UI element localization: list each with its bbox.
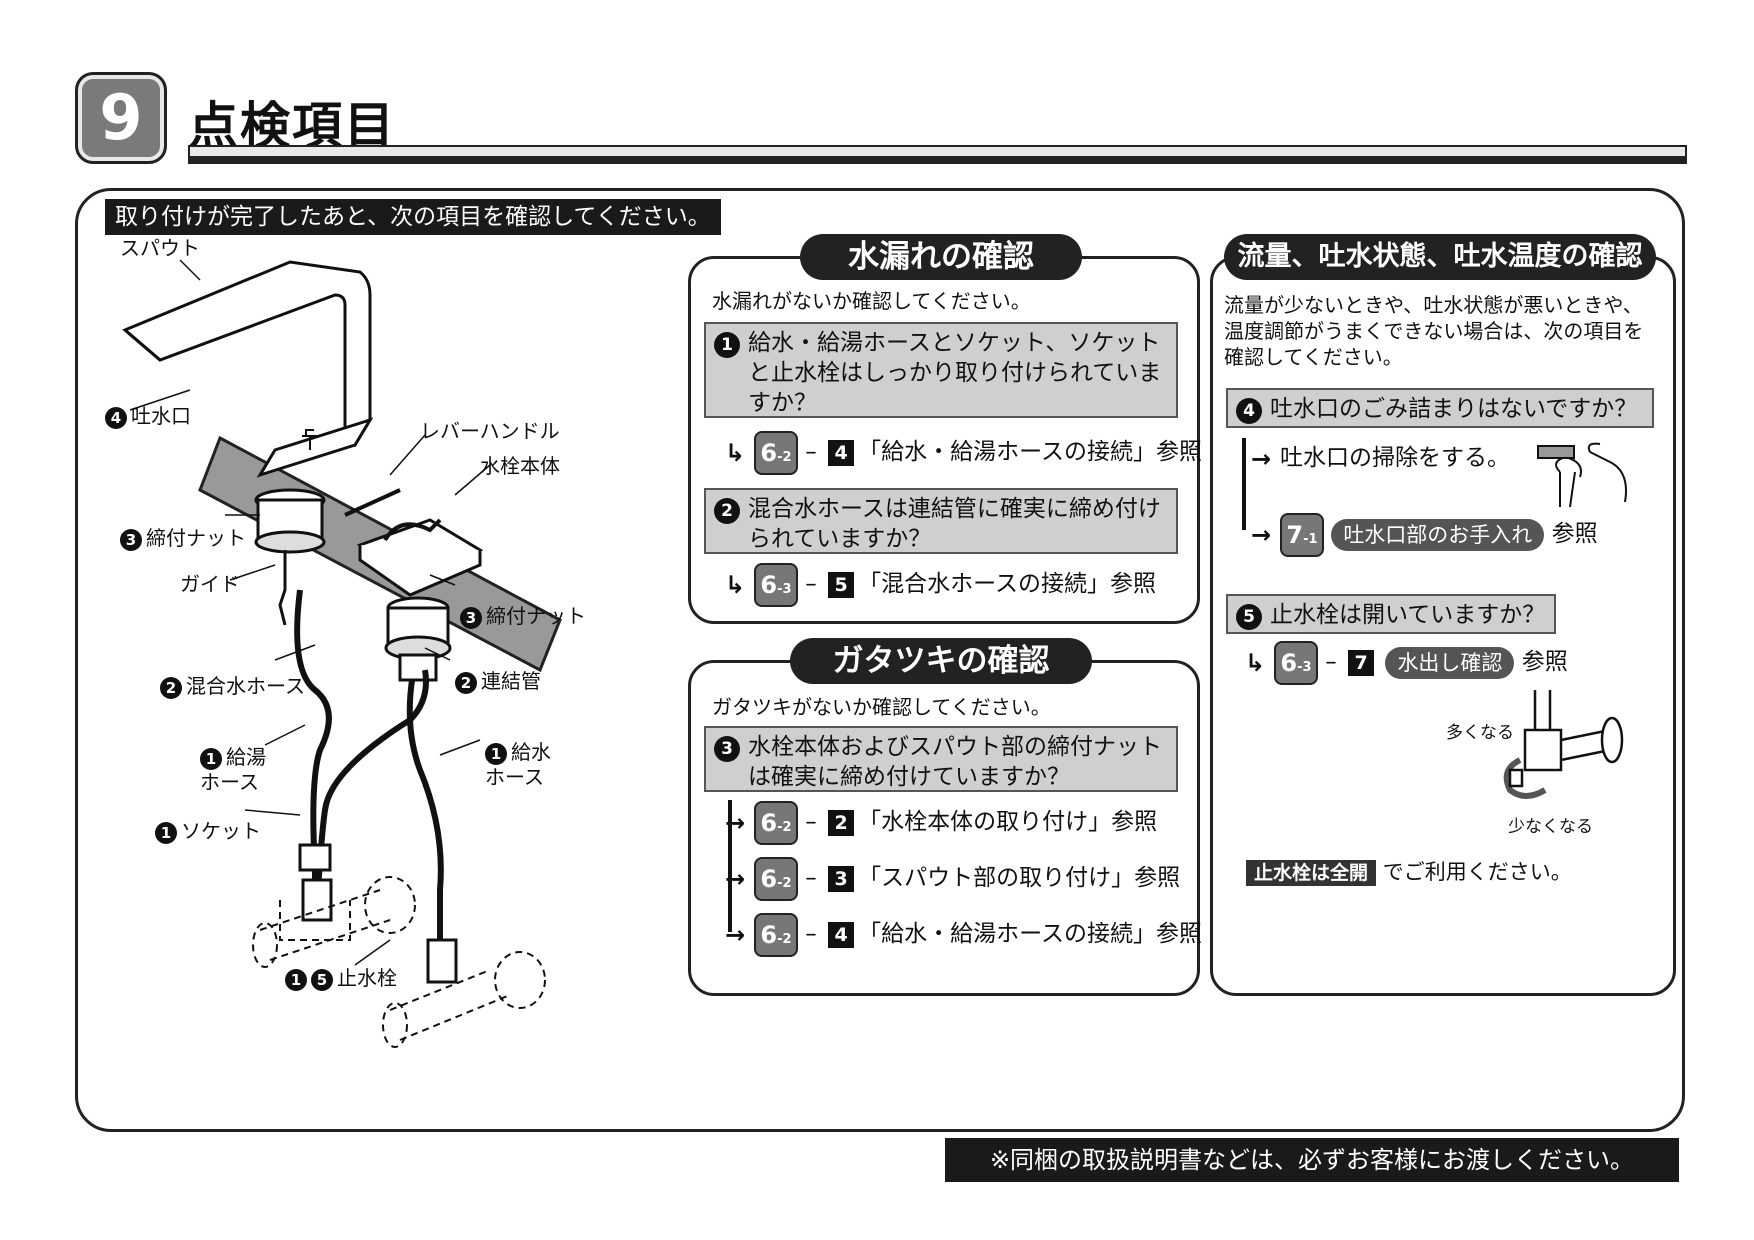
flow-intro: 流量が少ないときや、吐水状態が悪いときや、温度調節がうまくできない場合は、次の項… bbox=[1224, 293, 1644, 369]
main-panel bbox=[75, 188, 1685, 1132]
q3-reference-2: →6-2 – 3「スパウト部の取り付け」参照 bbox=[716, 856, 1180, 901]
label-lever-handle: レバーハンドル bbox=[420, 419, 560, 443]
label-more: 多くなる bbox=[1446, 723, 1514, 743]
q3-reference-3: →6-2 – 4「給水・給湯ホースの接続」参照 bbox=[716, 912, 1202, 957]
stop-valve-illustration bbox=[1503, 690, 1624, 799]
label-spout: スパウト bbox=[120, 236, 200, 260]
title-underline bbox=[188, 145, 1687, 164]
section-number-badge: 9 bbox=[75, 72, 167, 164]
leak-intro: 水漏れがないか確認してください。 bbox=[712, 289, 1031, 313]
q4-reference: →7-1 吐水口部のお手入れ 参照 bbox=[1242, 512, 1598, 557]
intro-banner: 取り付けが完了したあと、次の項目を確認してください。 bbox=[105, 199, 721, 235]
reference-bracket bbox=[728, 800, 732, 932]
flow-check-title: 流量、吐水状態、吐水温度の確認 bbox=[1224, 234, 1656, 280]
leak-check-title: 水漏れの確認 bbox=[800, 234, 1082, 280]
q1-reference: ↳6-2 – 4「給水・給湯ホースの接続」参照 bbox=[716, 430, 1202, 475]
q2-reference: ↳6-3 – 5「混合水ホースの接続」参照 bbox=[716, 562, 1156, 607]
ref-badge: 6-2 bbox=[754, 856, 798, 901]
q4-action: →吐水口の掃除をする。 bbox=[1250, 444, 1510, 473]
valve-full-open-badge: 止水栓は全開 bbox=[1246, 860, 1377, 886]
label-less: 少なくなる bbox=[1508, 817, 1593, 837]
ref-badge: 6-3 bbox=[754, 562, 798, 607]
ref-badge: 6-2 bbox=[754, 912, 798, 957]
label-faucet-body: 水栓本体 bbox=[480, 454, 560, 478]
q3-reference-1: →6-2 – 2「水栓本体の取り付け」参照 bbox=[716, 800, 1157, 845]
ref-badge: 6-2 bbox=[754, 430, 798, 475]
ref-badge: 6-2 bbox=[754, 800, 798, 845]
q4-bracket bbox=[1242, 438, 1246, 530]
q5-reference: ↳6-3 – 7 水出し確認 参照 bbox=[1236, 640, 1568, 685]
footer-banner: ※同梱の取扱説明書などは、必ずお客様にお渡しください。 bbox=[945, 1138, 1679, 1182]
valve-note: 止水栓は全開 でご利用ください。 bbox=[1246, 856, 1572, 886]
cleaning-chip: 吐水口部のお手入れ bbox=[1331, 518, 1545, 551]
ref-badge: 7-1 bbox=[1280, 512, 1324, 557]
water-test-chip: 水出し確認 bbox=[1385, 646, 1515, 679]
cleaning-hands-illustration bbox=[1537, 442, 1627, 508]
ref-badge: 6-3 bbox=[1274, 640, 1318, 685]
wobble-check-title: ガタツキの確認 bbox=[790, 638, 1092, 684]
label-guide: ガイド bbox=[180, 572, 240, 596]
wobble-intro: ガタツキがないか確認してください。 bbox=[712, 695, 1051, 719]
